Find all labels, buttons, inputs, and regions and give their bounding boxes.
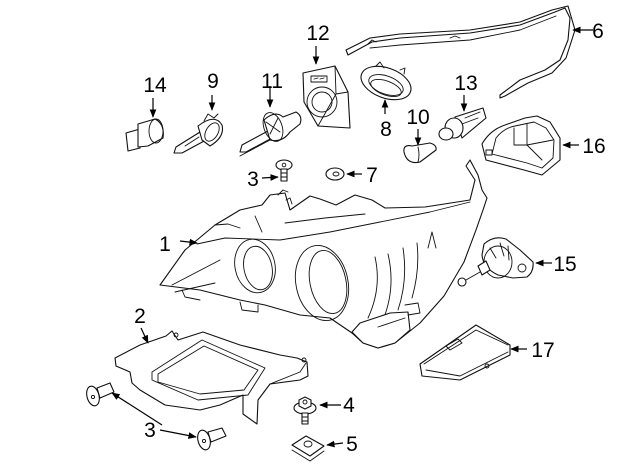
callout-14: 14 — [143, 74, 167, 97]
callout-16: 16 — [582, 135, 605, 158]
part-13-bulb-holder[interactable] — [438, 107, 487, 141]
part-15-leveling-motor[interactable] — [457, 237, 534, 287]
callout-12: 12 — [306, 22, 329, 45]
part-14-bulb-socket[interactable] — [125, 118, 164, 152]
callout-7: 7 — [366, 164, 378, 187]
callout-10: 10 — [406, 106, 429, 129]
part-5-clip-nut[interactable] — [291, 435, 325, 462]
part-7-washer[interactable] — [325, 167, 345, 181]
callout-3-top: 3 — [247, 168, 259, 191]
part-8-bulb-cap[interactable] — [356, 60, 415, 106]
callout-13: 13 — [454, 72, 477, 95]
part-11-xenon-bulb[interactable] — [239, 110, 302, 157]
callout-1: 1 — [159, 233, 171, 256]
callout-4: 4 — [343, 394, 355, 417]
callout-6: 6 — [592, 20, 604, 43]
callout-3-bottom: 3 — [144, 419, 156, 442]
part-16-housing-cover[interactable] — [481, 115, 561, 176]
part-4-flange-bolt[interactable] — [293, 396, 317, 425]
leader-lines — [111, 26, 593, 448]
part-12-igniter-module[interactable] — [302, 65, 351, 129]
callout-17: 17 — [531, 339, 554, 362]
part-3-screw-top[interactable] — [275, 159, 293, 182]
callout-5: 5 — [346, 433, 358, 456]
callout-labels: 1 2 3 3 4 5 6 7 8 9 10 11 12 13 14 15 16… — [134, 20, 606, 456]
part-3-bolt-bottom[interactable] — [196, 427, 227, 451]
callout-8: 8 — [380, 118, 392, 141]
part-1-headlamp-assembly[interactable] — [159, 159, 488, 349]
part-3-bolt-left[interactable] — [85, 382, 115, 407]
part-10-wedge-bulb[interactable] — [403, 142, 437, 164]
part-2-support-bracket[interactable] — [114, 330, 309, 425]
callout-15: 15 — [553, 253, 576, 276]
callout-11: 11 — [261, 70, 283, 93]
part-9-halogen-bulb[interactable] — [173, 113, 224, 154]
part-17-control-unit[interactable] — [419, 324, 511, 381]
callout-2: 2 — [134, 305, 146, 328]
callout-9: 9 — [207, 70, 219, 93]
part-6-trim-seal[interactable] — [345, 5, 576, 99]
